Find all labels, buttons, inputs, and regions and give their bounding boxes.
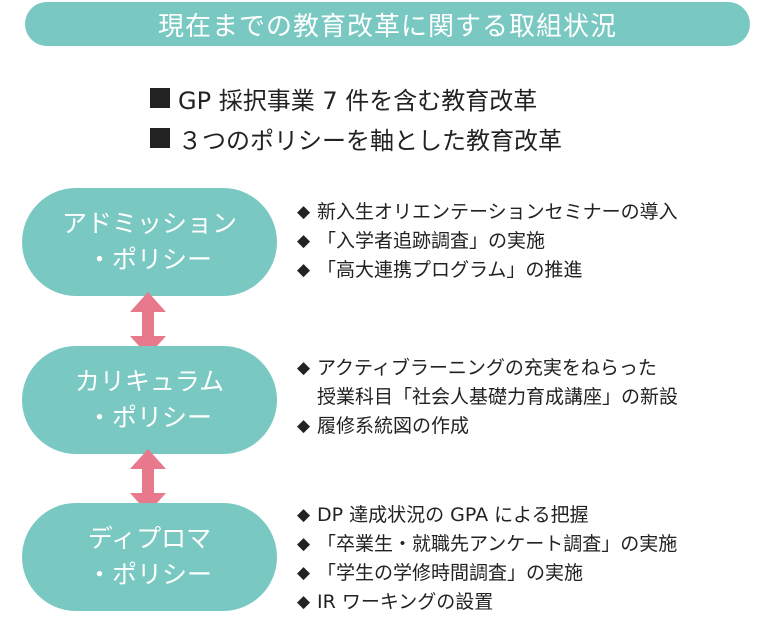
list-item-continuation: 授業科目「社会人基礎力育成講座」の新設 (297, 383, 767, 412)
policy-name-line: カリキュラム (74, 367, 225, 396)
square-bullet-icon (150, 88, 170, 108)
admission-policy-items: ◆ 新入生オリエンテーションセミナーの導入 ◆ 「入学者追跡調査」の実施 ◆ 「高大連… (297, 198, 767, 285)
list-item: ◆ 「学生の学修時間調査」の実施 (297, 559, 767, 588)
list-item-text: 「入学者追跡調査」の実施 (317, 230, 546, 252)
admission-policy-box: アドミッション ・ポリシー (22, 188, 277, 296)
policy-name-line: ・ポリシー (86, 245, 212, 274)
list-item: ◆ 「入学者追跡調査」の実施 (297, 227, 767, 256)
list-item-text: 「学生の学修時間調査」の実施 (317, 562, 584, 584)
list-item-text: 新入生オリエンテーションセミナーの導入 (317, 201, 678, 223)
list-item: ◆ 新入生オリエンテーションセミナーの導入 (297, 198, 767, 227)
list-item: ◆ DP 達成状況の GPA による把握 (297, 501, 767, 530)
diamond-bullet-icon: ◆ (297, 260, 311, 280)
summary-item: ３つのポリシーを軸とした教育改革 (150, 118, 562, 158)
diploma-policy-box: ディプロマ ・ポリシー (22, 503, 277, 611)
diamond-bullet-icon: ◆ (297, 416, 311, 436)
policy-name-line: アドミッション (61, 209, 237, 238)
list-item-text: 授業科目「社会人基礎力育成講座」の新設 (317, 386, 679, 408)
summary-list: GP 採択事業 7 件を含む教育改革 ３つのポリシーを軸とした教育改革 (150, 78, 562, 158)
list-item-text: IR ワーキングの設置 (317, 591, 494, 613)
summary-item: GP 採択事業 7 件を含む教育改革 (150, 78, 562, 118)
policy-name-line: ・ポリシー (86, 560, 212, 589)
diamond-bullet-icon: ◆ (297, 231, 311, 251)
diamond-bullet-icon: ◆ (297, 563, 311, 583)
curriculum-policy-items: ◆アクティブラーニングの充実をねらった 授業科目「社会人基礎力育成講座」の新設 … (297, 354, 767, 441)
double-arrow-icon (130, 449, 166, 513)
curriculum-policy-box: カリキュラム ・ポリシー (22, 346, 277, 454)
list-item: ◆ 履修系統図の作成 (297, 412, 767, 441)
summary-item-text: ３つのポリシーを軸とした教育改革 (178, 126, 562, 155)
diploma-policy-items: ◆ DP 達成状況の GPA による把握 ◆ 「卒業生・就職先アンケート調査」の実施… (297, 501, 767, 617)
list-item-text: 履修系統図の作成 (317, 415, 470, 437)
diamond-bullet-icon: ◆ (297, 505, 311, 525)
list-item-text: DP 達成状況の GPA による把握 (317, 504, 589, 526)
square-bullet-icon (150, 128, 170, 148)
diamond-bullet-icon: ◆ (297, 592, 311, 612)
list-item: ◆ 「卒業生・就職先アンケート調査」の実施 (297, 530, 767, 559)
list-item-text: 「卒業生・就職先アンケート調査」の実施 (317, 533, 678, 555)
list-item-text: 「高大連携プログラム」の推進 (317, 259, 583, 281)
list-item: ◆ 「高大連携プログラム」の推進 (297, 256, 767, 285)
list-item-text: アクティブラーニングの充実をねらった (317, 357, 657, 379)
page-title: 現在までの教育改革に関する取組状況 (157, 11, 617, 42)
title-banner: 現在までの教育改革に関する取組状況 (25, 2, 750, 46)
diamond-bullet-icon: ◆ (297, 534, 311, 554)
policy-name-line: ディプロマ (87, 524, 212, 553)
diamond-bullet-icon: ◆ (297, 202, 311, 222)
policy-name-line: ・ポリシー (86, 403, 212, 432)
list-item: ◆ IR ワーキングの設置 (297, 588, 767, 617)
summary-item-text: GP 採択事業 7 件を含む教育改革 (178, 86, 538, 115)
diamond-bullet-icon: ◆ (297, 358, 311, 378)
double-arrow-icon (130, 292, 166, 356)
list-item: ◆ アクティブラーニングの充実をねらった (297, 354, 767, 383)
